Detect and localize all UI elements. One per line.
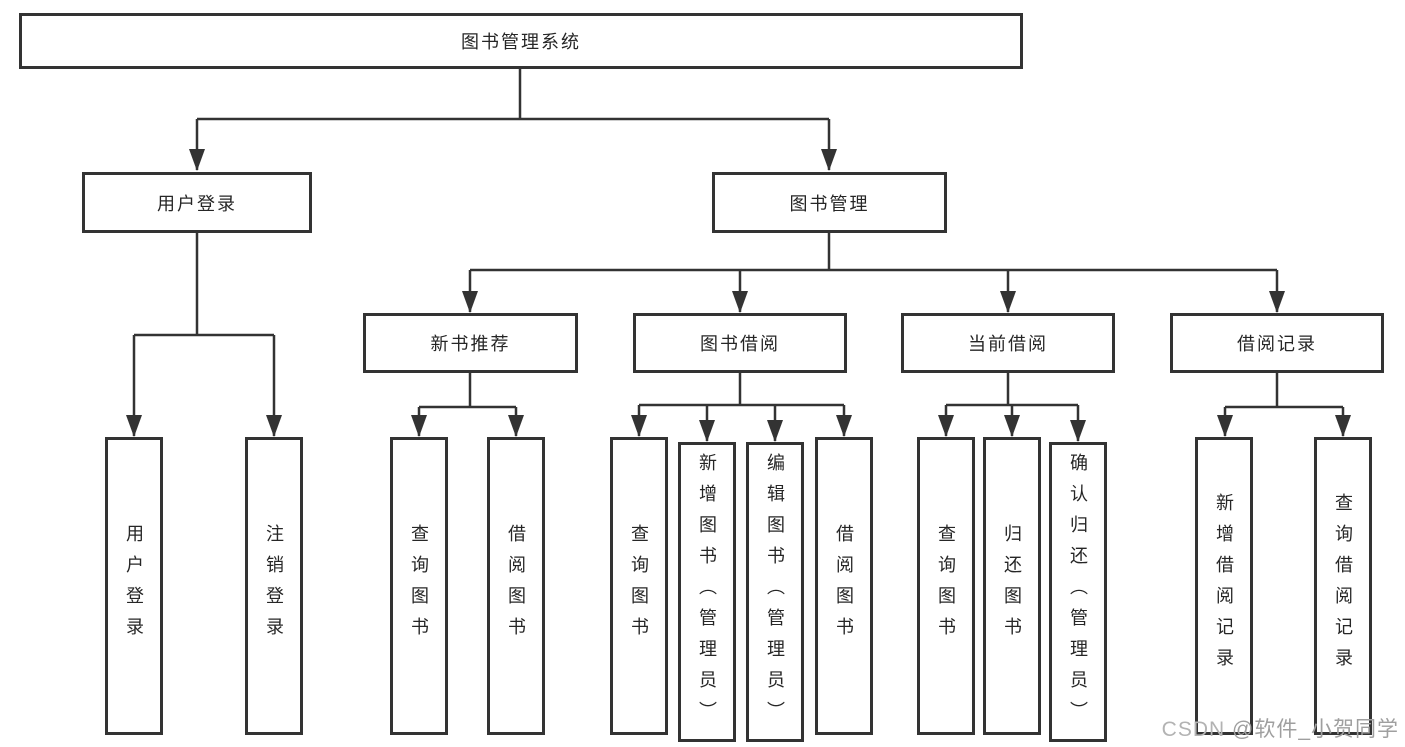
leaf-edit-book-admin: 编辑图书（管理员） — [746, 442, 804, 742]
leaf-add-borrow-record: 新增借阅记录 — [1195, 437, 1253, 735]
leaf-borrow-book: 借阅图书 — [815, 437, 873, 735]
leaf-add-book-admin: 新增图书（管理员） — [678, 442, 736, 742]
watermark-prefix: CSDN — [1161, 718, 1232, 741]
leaf-logout: 注销登录 — [245, 437, 303, 735]
leaf-confirm-return-admin: 确认归还（管理员） — [1049, 442, 1107, 742]
node-borrow-records: 借阅记录 — [1170, 313, 1384, 373]
leaf-query-book-current: 查询图书 — [917, 437, 975, 735]
node-book-management: 图书管理 — [712, 172, 947, 233]
leaf-query-book-borrow: 查询图书 — [610, 437, 668, 735]
node-user-login: 用户登录 — [82, 172, 312, 233]
leaf-query-book-recommend: 查询图书 — [390, 437, 448, 735]
node-book-borrow: 图书借阅 — [633, 313, 847, 373]
node-root-library-system: 图书管理系统 — [19, 13, 1023, 69]
leaf-query-borrow-record: 查询借阅记录 — [1314, 437, 1372, 735]
leaf-borrow-book-recommend: 借阅图书 — [487, 437, 545, 735]
csdn-watermark: CSDN @软件_小贺同学 — [1162, 713, 1399, 743]
node-current-borrow: 当前借阅 — [901, 313, 1115, 373]
watermark-handle: @软件_小贺同学 — [1232, 718, 1399, 741]
leaf-return-book: 归还图书 — [983, 437, 1041, 735]
leaf-user-login: 用户登录 — [105, 437, 163, 735]
node-new-book-recommend: 新书推荐 — [363, 313, 578, 373]
